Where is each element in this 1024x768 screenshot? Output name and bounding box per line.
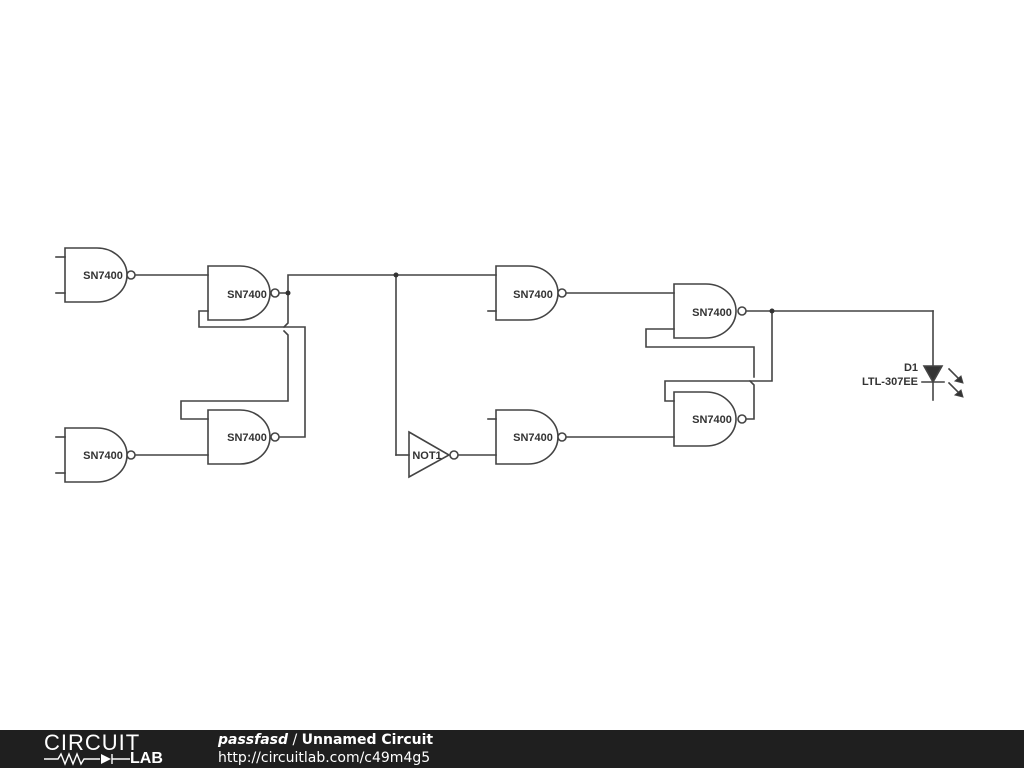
not-gate-1[interactable] [408, 430, 459, 479]
gate-label: SN7400 [692, 414, 732, 426]
wires [55, 256, 934, 474]
not-gate-label: NOT1 [412, 450, 441, 462]
gate-label: SN7400 [83, 450, 123, 462]
nand-gate-5[interactable] [495, 265, 567, 321]
nand-gate-2[interactable] [64, 427, 136, 483]
schematic-svg: SN7400 SN7400 SN7400 SN7400 SN7400 SN740… [55, 247, 964, 483]
author-link[interactable]: passfasd [218, 732, 289, 748]
gate-label: SN7400 [513, 432, 553, 444]
gate-label: SN7400 [227, 432, 267, 444]
resistor-diode-icon [44, 752, 130, 766]
logo-text-bottom: LAB [130, 750, 163, 767]
circuit-title: passfasd / Unnamed Circuit [218, 731, 433, 749]
nand-gate-8[interactable] [673, 391, 747, 447]
nand-gate-3[interactable] [207, 265, 280, 321]
footer-bar: CIRCUIT LAB passfasd / Unnamed Circuit h… [0, 730, 1024, 768]
nand-gate-1[interactable] [64, 247, 136, 303]
title-separator: / [288, 732, 302, 748]
nand-gate-4[interactable] [207, 409, 280, 465]
led-name-label: D1 [904, 362, 918, 374]
circuit-url-link[interactable]: http://circuitlab.com/c49m4g5 [218, 750, 431, 766]
gate-label: SN7400 [83, 270, 123, 282]
nand-gate-7[interactable] [673, 283, 747, 339]
junctions [285, 272, 775, 314]
circuit-name: Unnamed Circuit [301, 732, 434, 748]
junction-dot [769, 308, 775, 314]
nand-gate-6[interactable] [495, 409, 567, 465]
circuitlab-logo[interactable]: CIRCUIT LAB [44, 730, 174, 767]
gate-label: SN7400 [513, 289, 553, 301]
gate-label: SN7400 [227, 289, 267, 301]
schematic-canvas[interactable]: SN7400 SN7400 SN7400 SN7400 SN7400 SN740… [0, 0, 1024, 730]
logo-text-top: CIRCUIT [44, 730, 141, 755]
led-part-label: LTL-307EE [862, 376, 918, 388]
gate-label: SN7400 [692, 307, 732, 319]
led-d1[interactable] [921, 365, 964, 398]
junction-dot [393, 272, 399, 278]
junction-dot [285, 290, 291, 296]
